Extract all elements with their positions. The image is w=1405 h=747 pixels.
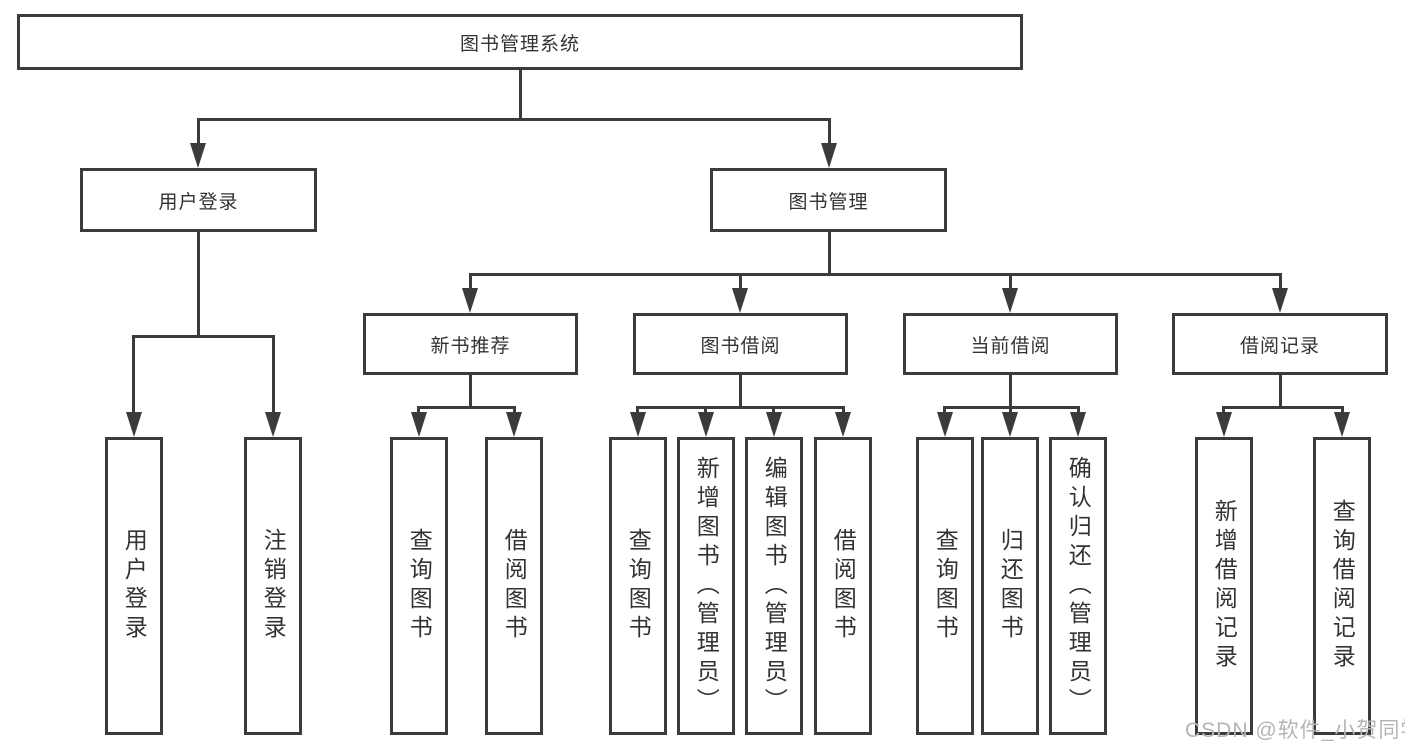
connector [943, 406, 946, 416]
connector [272, 335, 275, 415]
connector [132, 335, 135, 415]
arrow-down-icon [698, 412, 714, 437]
arrow-down-icon [766, 412, 782, 437]
leaf-borrow-books-recommend: 借阅图书 [485, 437, 543, 735]
leaf-add-borrow-record: 新增借阅记录 [1195, 437, 1253, 735]
watermark: CSDN @软件_小贺同学 [1185, 719, 1405, 742]
arrow-down-icon [732, 288, 748, 313]
leaf-confirm-return-admin: 确认归还（管理员） [1049, 437, 1107, 735]
arrow-down-icon [1334, 412, 1350, 437]
connector [1279, 375, 1282, 409]
connector [739, 375, 742, 409]
node-library-system: 图书管理系统 [17, 14, 1023, 70]
node-new-book-recommendation: 新书推荐 [363, 313, 578, 375]
node-book-management: 图书管理 [710, 168, 947, 232]
connector [1341, 406, 1344, 416]
node-borrow-records: 借阅记录 [1172, 313, 1388, 375]
connector [1279, 273, 1282, 292]
arrow-down-icon [506, 412, 522, 437]
connector [704, 406, 707, 416]
leaf-query-books-borrowing: 查询图书 [609, 437, 667, 735]
arrow-down-icon [265, 412, 281, 437]
connector [469, 375, 472, 409]
connector [519, 70, 522, 118]
leaf-query-books-recommend: 查询图书 [390, 437, 448, 735]
connector [1222, 406, 1344, 409]
connector [469, 273, 472, 292]
leaf-logout: 注销登录 [244, 437, 302, 735]
leaf-return-books: 归还图书 [981, 437, 1039, 735]
arrow-down-icon [1070, 412, 1086, 437]
arrow-down-icon [411, 412, 427, 437]
leaf-add-books-admin: 新增图书（管理员） [677, 437, 735, 735]
connector [197, 118, 831, 121]
connector [828, 232, 831, 276]
arrow-down-icon [1002, 412, 1018, 437]
leaf-query-books-current: 查询图书 [916, 437, 974, 735]
connector [739, 273, 742, 292]
node-current-borrowing: 当前借阅 [903, 313, 1118, 375]
connector [636, 406, 845, 409]
node-book-borrowing: 图书借阅 [633, 313, 848, 375]
arrow-down-icon [462, 288, 478, 313]
leaf-query-borrow-record: 查询借阅记录 [1313, 437, 1371, 735]
connector [197, 118, 200, 147]
connector [417, 406, 420, 416]
connector [1009, 273, 1012, 292]
connector [469, 273, 1282, 276]
connector [417, 406, 516, 409]
node-user-login: 用户登录 [80, 168, 317, 232]
arrow-down-icon [821, 143, 837, 168]
connector [1009, 406, 1012, 416]
arrow-down-icon [190, 143, 206, 168]
connector [513, 406, 516, 416]
leaf-borrow-books: 借阅图书 [814, 437, 872, 735]
connector [1009, 375, 1012, 409]
connector [197, 232, 200, 337]
arrow-down-icon [126, 412, 142, 437]
connector [636, 406, 639, 416]
connector [1222, 406, 1225, 416]
connector [828, 118, 831, 147]
connector [132, 335, 275, 338]
connector [1077, 406, 1080, 416]
leaf-edit-books-admin: 编辑图书（管理员） [745, 437, 803, 735]
connector [772, 406, 775, 416]
leaf-user-login: 用户登录 [105, 437, 163, 735]
connector [842, 406, 845, 416]
arrow-down-icon [630, 412, 646, 437]
arrow-down-icon [937, 412, 953, 437]
arrow-down-icon [1216, 412, 1232, 437]
arrow-down-icon [1272, 288, 1288, 313]
arrow-down-icon [1002, 288, 1018, 313]
arrow-down-icon [835, 412, 851, 437]
